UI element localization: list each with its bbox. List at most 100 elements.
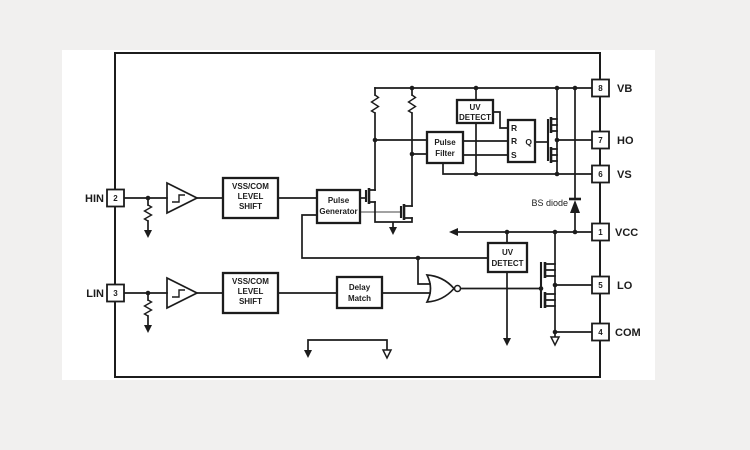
buffer-triangle [166,181,199,215]
pin-number: 6 [598,170,603,179]
junction-dot [572,229,578,235]
junction-dot [572,85,578,91]
block-label: LEVEL [238,192,264,201]
block-pulse-filter: Pulse Filter [425,130,465,165]
pin-lo: 5 LO [591,275,633,295]
mosfet-stubs [550,118,558,162]
pin-vcc: 1 VCC [591,222,638,242]
hin-schmitt-buffer-icon [166,181,199,215]
junction-dots [145,85,578,335]
pin-box [591,275,610,295]
junction-dot [372,137,378,143]
block-label: UV [469,103,481,112]
block-label: DETECT [459,113,491,122]
pin-hin: 2 HIN [85,188,125,208]
pin-lin: 3 LIN [86,283,125,303]
pin-ho: 7 HO [591,130,634,150]
high-side-totem-mosfets [546,117,558,163]
block-label: DETECT [492,259,524,268]
junction-dot [552,282,558,288]
pin-label: LO [617,280,633,292]
hysteresis-glyph-icon [172,194,185,203]
mosfet-stubs [403,205,413,219]
resistor-icon [370,94,380,114]
wire-pg-feedback [301,214,489,259]
nor-gate-bubble [453,284,462,293]
latch-input-s: S [511,150,517,160]
lin-schmitt-buffer-icon [166,276,199,310]
junction-dot [145,195,151,201]
vss-ground-arrow-icon [304,350,312,358]
ic-boundary [114,52,601,378]
diode-triangle [570,200,580,213]
arrows [144,227,561,360]
bs-diode-label: BS diode [531,198,568,208]
resistor-icon [143,204,153,222]
wire-ls-source-bracket [374,201,413,228]
nor-gate-body [425,274,456,303]
block-label: Match [348,294,371,303]
mosfet-stubs [544,263,556,307]
pin-box [591,164,610,184]
block-uv-detect-high: UV DETECT [455,98,495,125]
mosfet-stubs [368,189,376,203]
block-label: UV [502,248,514,257]
junction-dot [552,329,558,335]
pin-box [106,283,125,303]
pin-number: 1 [598,228,603,237]
pin-label: LIN [86,288,104,300]
junction-dot [538,286,544,291]
pin-box [591,222,610,242]
vss-ground-arrow-icon [503,338,511,346]
junction-dot [145,290,151,296]
wire-gnd-tie-bracket [307,339,388,351]
block-pulse-generator: Pulse Generator [315,188,362,225]
pin-box [591,322,610,342]
latch-input-r1: R [511,123,517,133]
block-label: Delay [349,283,371,292]
pin-label: VS [617,169,632,181]
level-shift-mosfets [364,188,413,220]
pin-box [591,130,610,150]
block-box [455,98,495,125]
buffer-triangle [166,276,199,310]
block-uv-detect-low: UV DETECT [486,241,529,274]
pin-vb: 8 VB [591,78,632,98]
wire-uvhigh-out [492,111,509,129]
pin-vs: 6 VS [591,164,632,184]
block-label: SHIFT [239,297,262,306]
block-label: Pulse [328,196,350,205]
pin-number: 5 [598,281,603,290]
block-box [221,271,280,315]
pin-number: 8 [598,84,603,93]
junction-dot [415,255,421,261]
vss-ground-arrow-icon [389,227,397,235]
block-box [221,176,280,220]
pin-label: COM [615,327,641,339]
wire-nor-top-in [417,257,431,285]
vcc-supply-arrow-icon [449,228,458,236]
pin-number: 2 [113,194,118,203]
pin-box [106,188,125,208]
block-box [335,275,384,310]
block-level-shift-high: VSS/COM LEVEL SHIFT [221,176,280,220]
pin-box [591,78,610,98]
resistor-icon [407,94,417,114]
com-ground-arrow-icon [381,349,393,360]
wire-vs-line [442,162,592,175]
junction-dot [473,171,479,177]
block-label: SHIFT [239,202,262,211]
block-delay-match: Delay Match [335,275,384,310]
bs-diode-icon [569,197,581,213]
pin-number: 4 [598,328,603,337]
pin-label: HIN [85,193,104,205]
block-sr-latch: R R S Q [506,118,537,164]
low-side-totem-mosfets [539,262,556,308]
nor-gate-icon [425,274,462,303]
junction-dot [473,85,479,91]
block-label: Filter [435,149,455,158]
resistor-icon [143,299,153,317]
block-label: Pulse [434,138,456,147]
block-label: VSS/COM [232,182,269,191]
